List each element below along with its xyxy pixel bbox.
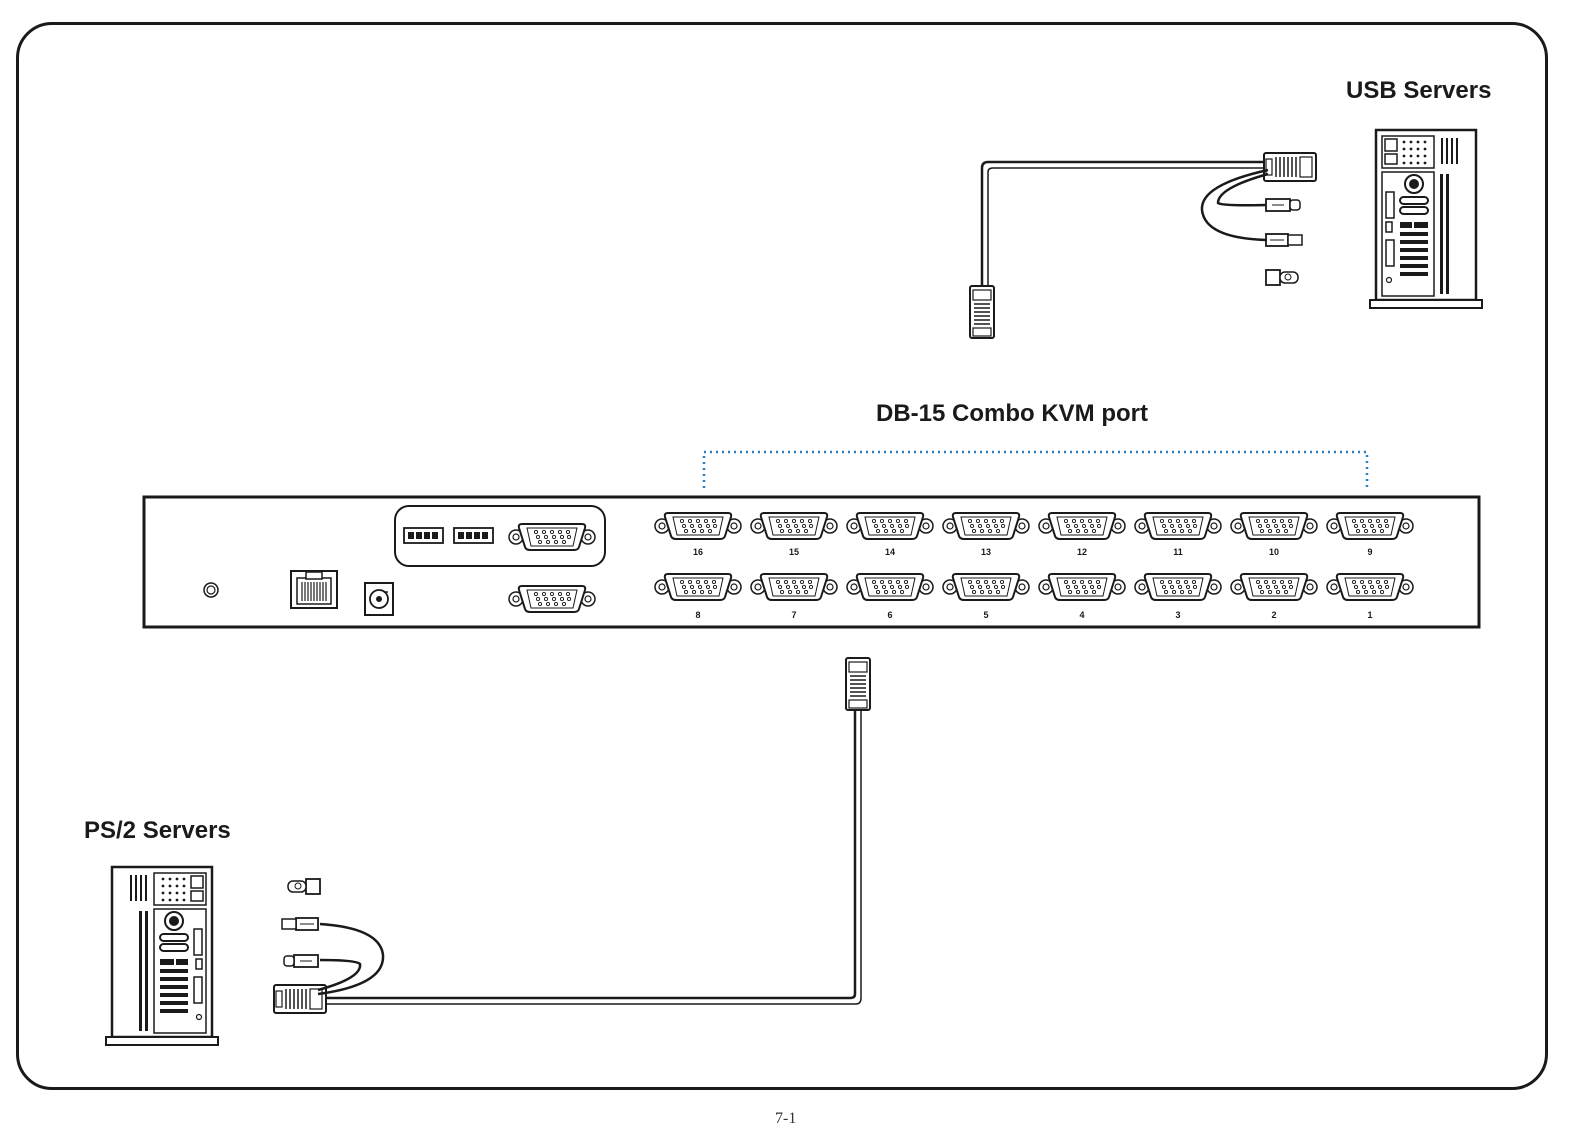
kvm-port-number: 12: [1077, 547, 1087, 557]
kvm-port-number: 10: [1269, 547, 1279, 557]
kvm-port-number: 15: [789, 547, 799, 557]
kvm-port-number: 11: [1173, 547, 1183, 557]
console-port-group: [394, 505, 606, 567]
kvm-port-number: 9: [1367, 547, 1372, 557]
kvm-port-number: 8: [695, 610, 700, 620]
usb-servers-label: USB Servers: [1346, 77, 1492, 104]
ps2-servers-label: PS/2 Servers: [84, 817, 231, 844]
diagram-frame: [16, 22, 1548, 1090]
ps2-kvm-cable: [273, 657, 871, 1014]
vga-plug-icon: [1263, 152, 1317, 182]
kvm-port-number: 5: [983, 610, 988, 620]
usb-to-ps2-adapter-icon: [287, 878, 321, 895]
kvm-port-number: 7: [791, 610, 796, 620]
usb-plug-icon: [281, 917, 319, 931]
kvm-port-number: 3: [1175, 610, 1180, 620]
ps2-server-tower-icon: [104, 865, 220, 1047]
kvm-port-number: 2: [1271, 610, 1276, 620]
db15-port-bracket: [702, 450, 1369, 488]
usb-plug-icon: [1265, 233, 1303, 247]
kvm-port-number: 4: [1079, 610, 1084, 620]
ps2-plug-icon: [283, 954, 319, 968]
page-number: 7-1: [775, 1110, 797, 1127]
kvm-port-number: 16: [693, 547, 703, 557]
kvm-port-number: 6: [887, 610, 892, 620]
usb-kvm-cable: [969, 152, 1317, 339]
ps2-plug-icon: [1265, 198, 1301, 212]
usb-port-icon: [403, 527, 444, 544]
kvm-ports-top-row: 16 15 14 13 12 11 10 9: [654, 512, 1414, 557]
power-led-icon: [203, 582, 219, 598]
db15-combo-kvm-port-label: DB-15 Combo KVM port: [876, 400, 1148, 427]
kvm-port-number: 14: [885, 547, 895, 557]
vga-plug-icon: [845, 657, 871, 711]
usb-port-icon: [453, 527, 494, 544]
usb-server-tower-icon: [1368, 128, 1484, 310]
rj45-port-icon: [290, 570, 338, 609]
kvm-port-number: 1: [1367, 610, 1372, 620]
usb-to-ps2-adapter-icon: [1265, 269, 1299, 286]
kvm-ports-bottom-row: 8 7 6 5 4 3 2 1: [654, 573, 1414, 620]
vga-plug-icon: [969, 285, 995, 339]
dc-power-jack-icon: [364, 582, 394, 616]
kvm-port-number: 13: [981, 547, 991, 557]
